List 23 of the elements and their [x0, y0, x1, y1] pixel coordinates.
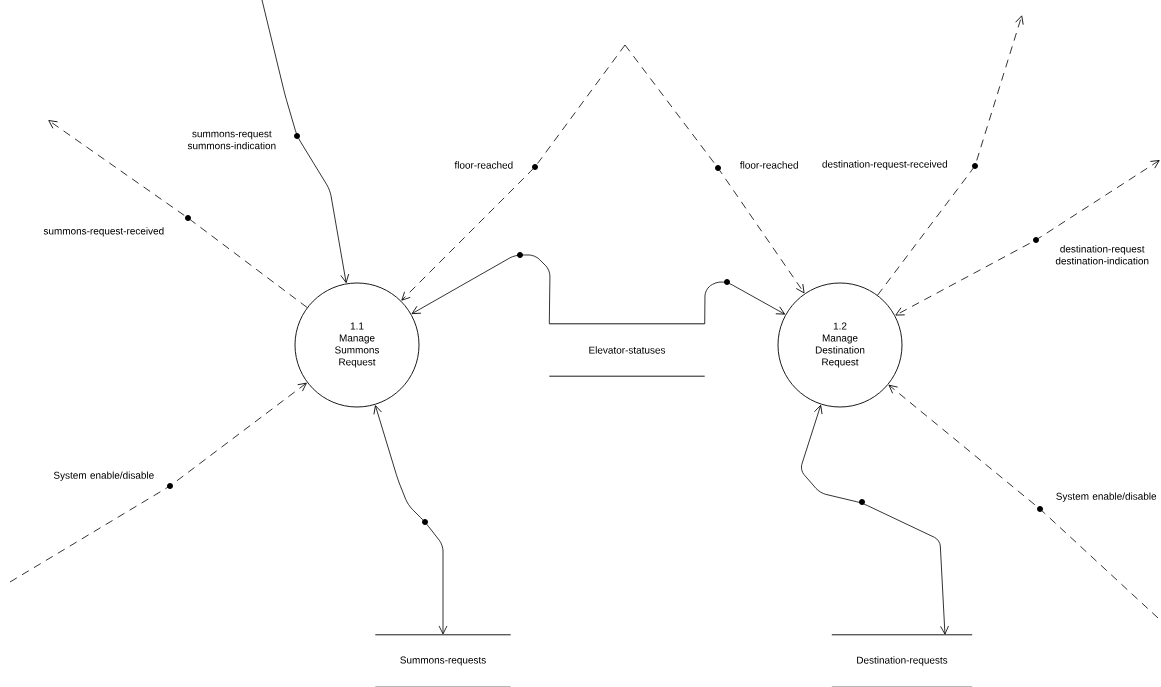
edge-label: System enable/disable — [1056, 492, 1157, 502]
edge-label: destination-request destination-indication — [1055, 245, 1149, 265]
edge-label: floor-reached — [740, 161, 798, 169]
edge-label: summons-request summons-indication — [187, 130, 276, 150]
arrow — [624, 44, 805, 294]
arrow — [801, 404, 949, 635]
arrow — [895, 160, 1160, 316]
data-store: Elevator-statuses — [548, 323, 706, 377]
arrow — [704, 279, 786, 325]
edge-label: destination-request-received — [822, 160, 947, 170]
edge-label: System enable/disable — [53, 471, 154, 481]
arrow — [877, 15, 1024, 296]
edge-label: floor-reached — [454, 161, 513, 169]
edge-label: summons-request-received — [43, 227, 164, 237]
arrow — [9, 382, 307, 583]
arrow — [261, 0, 350, 283]
data-store: Summons-requests — [374, 634, 512, 687]
data-store: Destination-requests — [831, 634, 973, 687]
arrow — [401, 44, 626, 301]
arrow — [373, 405, 448, 635]
arrow — [888, 384, 1159, 619]
arrow — [411, 252, 551, 325]
arrow — [48, 120, 308, 308]
